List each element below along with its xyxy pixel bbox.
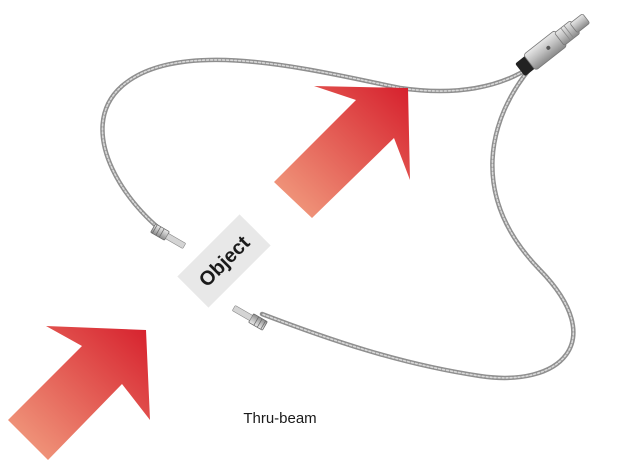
large-arrow-up-right-icon [274, 86, 410, 218]
small-arrow-up-right-icon [8, 326, 150, 460]
sensor-amplifier [514, 10, 593, 77]
sensor-head-right [231, 304, 267, 331]
object-tag: Object [177, 214, 270, 307]
caption-thru-beam: Thru-beam [200, 410, 360, 427]
sensor-head-left [151, 224, 187, 251]
